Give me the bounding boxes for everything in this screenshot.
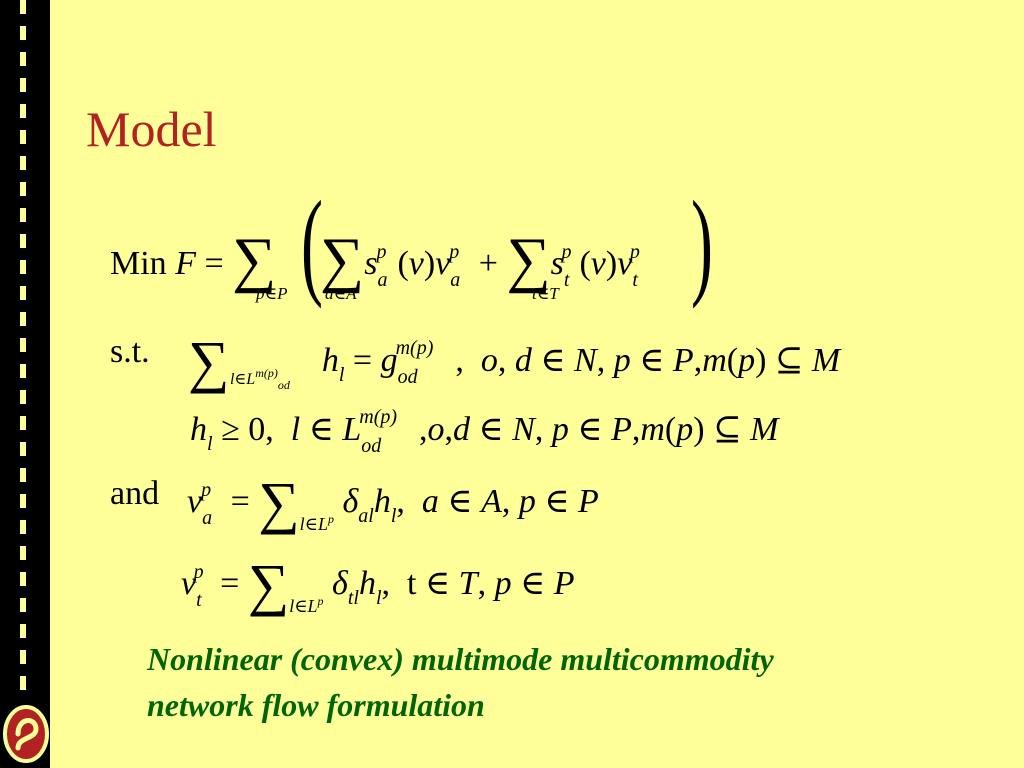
constraint-label: s.t. xyxy=(110,333,150,370)
objective-body: ∑sap(v)vap + ∑stp(v)vtp xyxy=(320,226,640,294)
formulation-caption: Nonlinear (convex) multimode multicommod… xyxy=(147,636,967,728)
left-paren: ( xyxy=(300,176,323,309)
constraint-flow: ∑l∈Lm(p)od hl = godm(p), o, d ∈ N, p ∈ P… xyxy=(188,329,841,394)
caption-line-1: Nonlinear (convex) multimode multicommod… xyxy=(147,641,774,677)
slide-title: Model xyxy=(86,101,217,157)
min-label: Min xyxy=(110,245,167,282)
limit-a: a∈A xyxy=(325,284,357,303)
logo-icon xyxy=(3,705,49,763)
limit-t: t∈T xyxy=(532,284,559,303)
objective-name: F xyxy=(175,245,196,282)
right-paren: ) xyxy=(690,176,713,309)
limit-p: p∈P xyxy=(256,284,288,303)
objective-equation: Min F = ∑ xyxy=(110,226,277,294)
dashed-line xyxy=(20,0,26,700)
terminal-flow-equation: vtp = ∑l∈Lp δtlhl, t ∈ T, p ∈ P xyxy=(181,552,575,617)
caption-line-2: network flow formulation xyxy=(147,687,485,723)
nonnegativity-constraint: hl ≥ 0, l ∈ Lodm(p),o,d ∈ N, p ∈ P,m(p) … xyxy=(190,406,779,457)
and-label: and xyxy=(110,475,160,512)
link-flow-equation: vap = ∑l∈Lp δalhl, a ∈ A, p ∈ P xyxy=(187,470,599,535)
